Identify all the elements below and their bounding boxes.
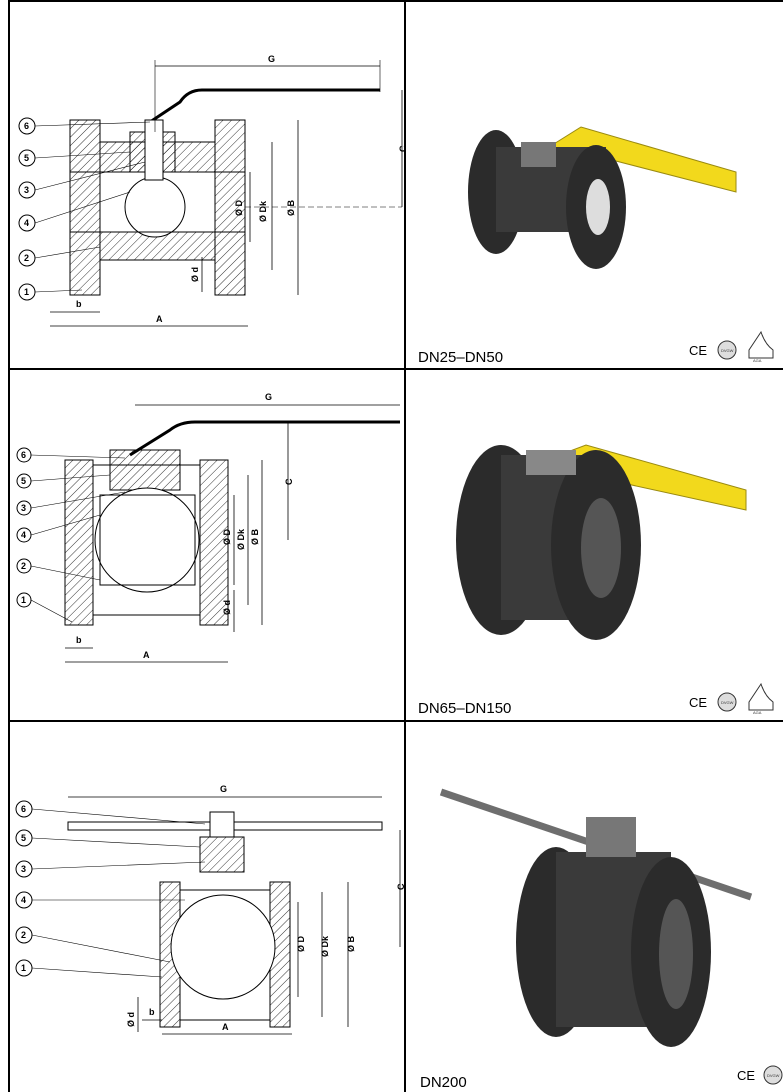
svg-text:2: 2 — [21, 930, 26, 940]
dim-b: b — [76, 299, 82, 309]
callout-3: 3 — [16, 491, 126, 516]
dim-D: Ø D — [222, 528, 232, 545]
svg-text:DVGW: DVGW — [721, 348, 734, 353]
svg-text:AGA: AGA — [753, 710, 762, 715]
callout-3: 3 — [18, 161, 146, 199]
callout-3: 3 — [15, 860, 206, 878]
svg-text:4: 4 — [21, 895, 26, 905]
drawing-dn200: G C Ø D Ø Dk Ø B Ø d b A 6 5 3 4 2 1 — [15, 784, 404, 1035]
callout-6: 6 — [16, 447, 126, 463]
callout-6: 6 — [18, 117, 151, 135]
callout-1: 1 — [16, 592, 73, 623]
row-divider-1 — [8, 368, 783, 370]
size-label: DN25–DN50 — [418, 349, 504, 366]
dvgw-icon — [717, 692, 737, 712]
render-dn25-dn50 — [468, 126, 737, 269]
aga-icon — [748, 330, 774, 359]
callout-1: 1 — [18, 283, 83, 301]
callout-4: 4 — [18, 191, 131, 232]
callout-5: 5 — [15, 829, 201, 848]
svg-text:DVGW: DVGW — [721, 700, 734, 705]
dim-b: b — [76, 635, 82, 645]
size-label: DN200 — [420, 1074, 467, 1091]
svg-text:6: 6 — [21, 804, 26, 814]
dim-G: G — [220, 784, 227, 794]
dim-A: A — [222, 1022, 229, 1032]
svg-text:1: 1 — [21, 963, 26, 973]
svg-text:5: 5 — [21, 476, 26, 486]
aga-icon — [748, 682, 774, 711]
row-divider-2 — [8, 720, 783, 722]
dim-A: A — [143, 650, 150, 660]
ce-mark: CE — [689, 343, 707, 358]
callout-5: 5 — [18, 149, 131, 167]
dim-b: b — [149, 1007, 155, 1017]
svg-text:AGA: AGA — [753, 358, 762, 363]
svg-text:3: 3 — [21, 864, 26, 874]
dim-Dk: Ø Dk — [258, 200, 268, 222]
dim-d: Ø d — [126, 1012, 136, 1027]
svg-text:4: 4 — [21, 530, 26, 540]
svg-text:6: 6 — [24, 121, 29, 131]
render-dn65-dn150 — [456, 444, 747, 640]
handle-lever — [149, 88, 380, 124]
callout-2: 2 — [16, 558, 101, 581]
dim-G: G — [265, 392, 272, 402]
dim-C: C — [284, 478, 294, 485]
ce-mark: CE — [689, 695, 707, 710]
svg-text:4: 4 — [24, 218, 29, 228]
dim-B: Ø B — [286, 199, 296, 216]
dim-C: C — [398, 145, 404, 152]
svg-text:6: 6 — [21, 450, 26, 460]
callout-6: 6 — [15, 800, 206, 825]
frame-left — [8, 0, 10, 1092]
svg-text:3: 3 — [24, 185, 29, 195]
dvgw-icon — [717, 340, 737, 360]
dvgw-icon — [763, 1065, 783, 1085]
dim-C: C — [396, 883, 404, 890]
dim-d: Ø d — [222, 600, 232, 615]
frame-top — [8, 0, 783, 2]
cert-marks: CE DVGW AGA — [689, 682, 774, 715]
svg-text:2: 2 — [24, 253, 29, 263]
callout-2: 2 — [18, 246, 101, 267]
svg-text:2: 2 — [21, 561, 26, 571]
svg-text:3: 3 — [21, 503, 26, 513]
dim-B: Ø B — [346, 935, 356, 952]
callout-4: 4 — [16, 514, 101, 543]
dim-d: Ø d — [190, 267, 200, 282]
size-label: DN65–DN150 — [418, 700, 512, 717]
callout-1: 1 — [15, 959, 163, 978]
svg-text:1: 1 — [24, 287, 29, 297]
svg-text:1: 1 — [21, 595, 26, 605]
callout-2: 2 — [15, 926, 171, 963]
dim-G: G — [268, 54, 275, 64]
svg-text:DVGW: DVGW — [767, 1073, 780, 1078]
callout-4: 4 — [15, 891, 185, 909]
ball — [124, 176, 186, 238]
dim-B: Ø B — [250, 528, 260, 545]
dim-D: Ø D — [296, 935, 306, 952]
dim-A: A — [156, 314, 163, 324]
dim-Dk: Ø Dk — [236, 528, 246, 550]
frame-middle — [404, 0, 406, 1092]
drawing-dn25-dn50: G C Ø D Ø Dk Ø B Ø d b A 6 5 3 4 2 1 — [18, 54, 404, 327]
svg-text:5: 5 — [24, 153, 29, 163]
dim-Dk: Ø Dk — [320, 935, 330, 957]
callout-5: 5 — [16, 473, 111, 489]
cert-marks: CE DVGW AGA — [689, 330, 774, 363]
dim-D: Ø D — [234, 199, 244, 216]
cert-marks: CE DVGW — [737, 1065, 783, 1085]
render-dn200 — [439, 788, 753, 1047]
svg-text:5: 5 — [21, 833, 26, 843]
drawing-dn65-dn150: G C Ø D Ø Dk Ø B Ø d b A 6 5 3 4 2 1 — [16, 392, 400, 663]
ce-mark: CE — [737, 1068, 755, 1083]
